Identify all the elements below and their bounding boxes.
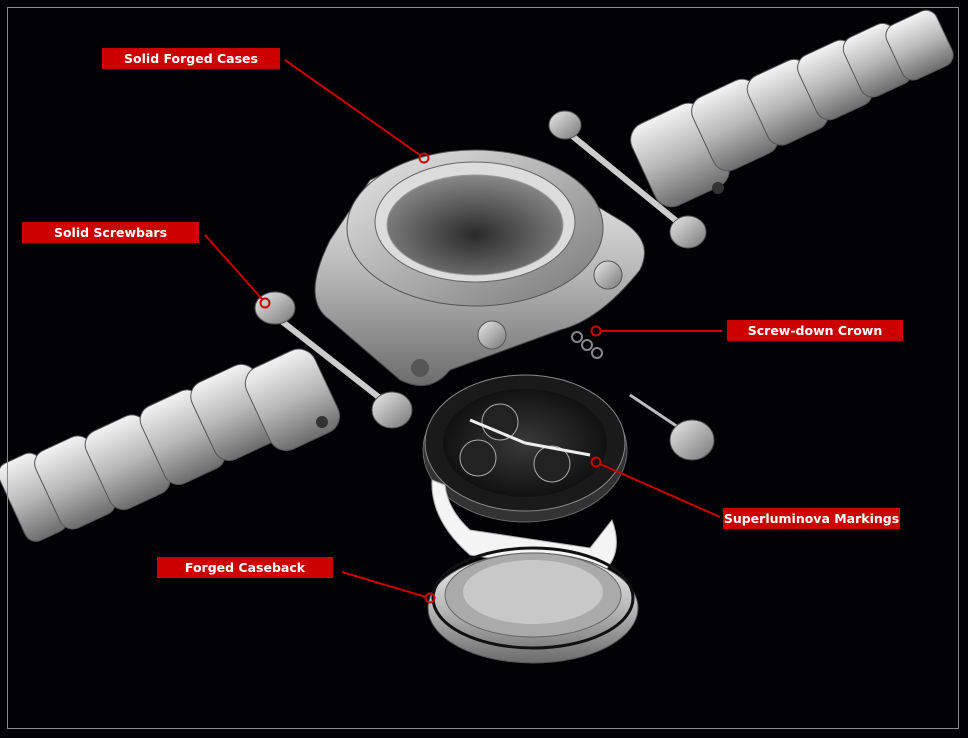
- screwbars: [254, 110, 707, 429]
- callout-forged-caseback: Forged Caseback: [157, 557, 333, 578]
- callout-screw-down-crown: Screw-down Crown: [727, 320, 903, 341]
- right-bracelet: [630, 9, 954, 208]
- crown: [571, 331, 715, 461]
- callout-solid-forged-cases: Solid Forged Cases: [102, 48, 280, 69]
- caseback: [427, 546, 639, 664]
- callout-leaders: [204, 59, 722, 604]
- dial-movement: [422, 374, 628, 523]
- callout-solid-screwbars: Solid Screwbars: [22, 222, 199, 243]
- callout-superluminova-markings: Superluminova Markings: [723, 508, 900, 529]
- watch-case: [314, 149, 645, 387]
- left-bracelet: [0, 348, 341, 542]
